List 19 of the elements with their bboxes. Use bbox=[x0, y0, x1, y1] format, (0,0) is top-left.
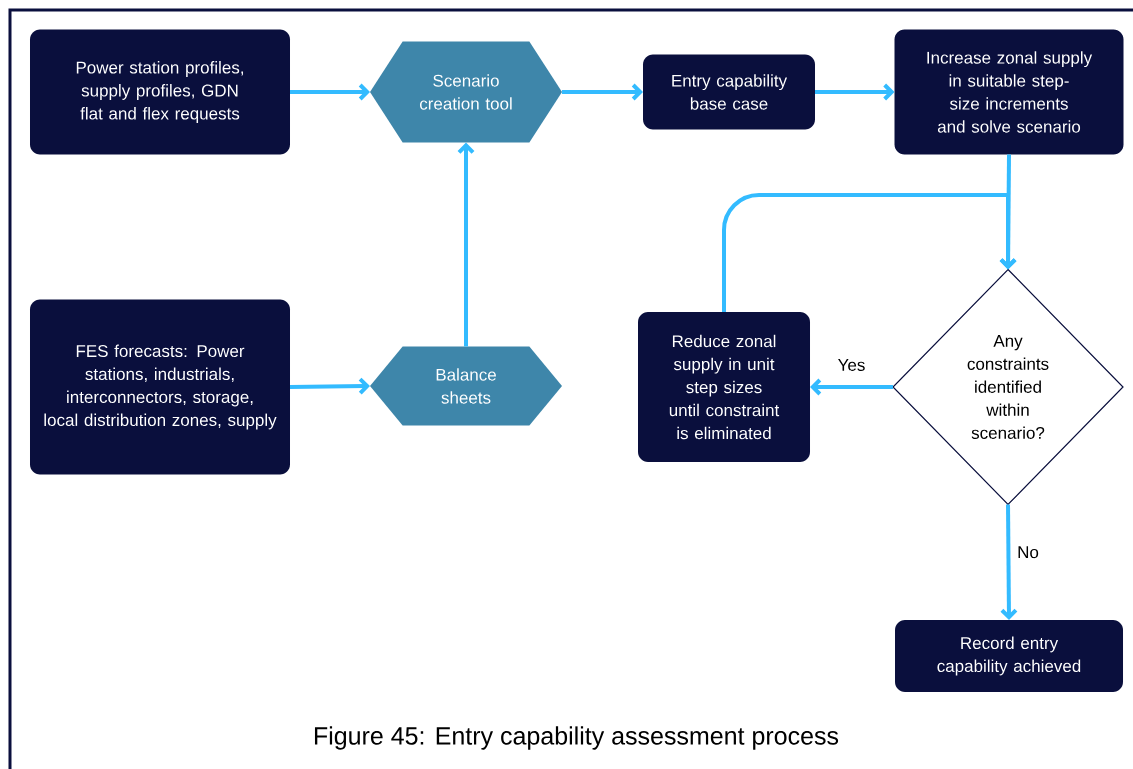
arrow bbox=[289, 377, 370, 395]
process-box: Power station profiles, supply profiles, GDN flat and flex requests bbox=[30, 29, 290, 155]
process-box: Increase zonal supply in suitable step-size increments and solve scenario bbox=[894, 29, 1124, 155]
process-box: Entry capability base case bbox=[643, 54, 815, 130]
process-box: Reduce zonal supply in unit step sizes until constraint is eliminated bbox=[638, 312, 810, 462]
process-box: FES forecasts: Power stations, industrials, interconnectors, storage, local distribution zones, supply bbox=[30, 299, 290, 475]
arrow bbox=[290, 83, 370, 101]
hexagon-box: Scenario creation tool bbox=[370, 41, 562, 143]
arrow bbox=[815, 83, 895, 101]
process-box: Record entry capability achieved bbox=[895, 620, 1123, 692]
arrow bbox=[562, 83, 643, 101]
arrow bbox=[810, 378, 893, 396]
arrow bbox=[457, 142, 475, 347]
edge-label: Yes bbox=[835, 357, 868, 373]
arrow bbox=[1000, 504, 1018, 620]
hexagon-box: Balance sheets bbox=[370, 346, 562, 426]
caption: Figure 45: Entry capability assessment process bbox=[315, 726, 839, 750]
arrow bbox=[722, 193, 1017, 312]
edge-label: No bbox=[1015, 544, 1041, 561]
